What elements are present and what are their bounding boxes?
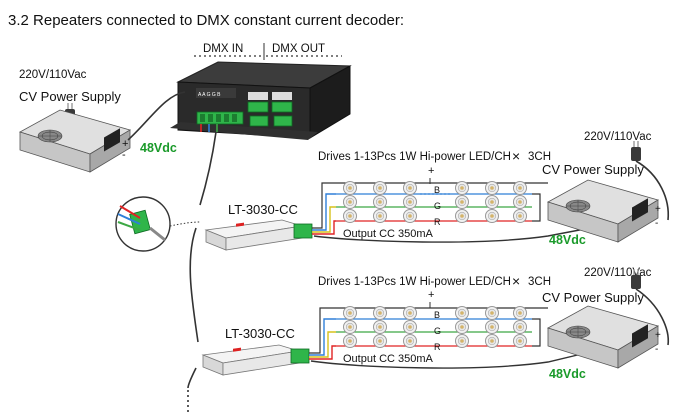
- channels-label-1: 3CH: [528, 151, 551, 163]
- psu-minus-2: -: [655, 218, 658, 229]
- psu-voltage-label: 220V/110Vac: [19, 69, 87, 81]
- dmx-cable-2: [189, 227, 199, 343]
- decoder-model-1: LT-3030-CC: [228, 202, 298, 217]
- psu-plus: +: [122, 138, 128, 150]
- dmx-in-label: DMX IN: [203, 43, 243, 55]
- channel-letter-r-1: R: [434, 217, 441, 227]
- svg-text:A A G G B: A A G G B: [198, 92, 221, 98]
- strip-plus-2: +: [428, 289, 434, 301]
- drives-label-1: Drives 1-13Pcs 1W Hi-power LED/CH: [318, 151, 511, 163]
- channel-letter-b-1: B: [434, 185, 440, 195]
- psu-name-label-2: CV Power Supply: [542, 162, 644, 177]
- output-label-1: Output CC 350mA: [343, 228, 434, 240]
- psu-output-label: 48Vdc: [140, 141, 177, 155]
- decoder-model-2: LT-3030-CC: [225, 326, 295, 341]
- psu-voltage-label-2: 220V/110Vac: [584, 131, 652, 143]
- psu-plus-2: +: [655, 204, 661, 215]
- psu-minus-3: -: [655, 344, 658, 355]
- times-symbol-1: ×: [512, 148, 520, 164]
- channel-letter-g-2: G: [434, 326, 441, 336]
- psu-name-label-3: CV Power Supply: [542, 290, 644, 305]
- decoder-group-1: LT-3030-CC Drives 1-13Pcs 1W Hi-power LE…: [205, 131, 670, 251]
- psu-output-label-3: 48Vdc: [549, 367, 586, 381]
- dmx-decoder-box: A A G G B: [170, 61, 352, 140]
- cv-power-supply-icon: [19, 109, 131, 173]
- output-label-2: Output CC 350mA: [343, 353, 434, 365]
- psu-voltage-label-3: 220V/110Vac: [584, 267, 652, 279]
- channel-letter-g-1: G: [434, 201, 441, 211]
- dmx-out-label: DMX OUT: [272, 43, 325, 55]
- decoder-icon: [202, 344, 300, 376]
- psu-name-label: CV Power Supply: [19, 89, 121, 104]
- drives-label-2: Drives 1-13Pcs 1W Hi-power LED/CH: [318, 276, 511, 288]
- dmx-cable-1: [199, 131, 217, 206]
- channels-label-2: 3CH: [528, 276, 551, 288]
- dmx-cable-3: [187, 367, 197, 389]
- psu-plus-3: +: [655, 330, 661, 341]
- psu-output-label-2: 48Vdc: [549, 233, 586, 247]
- decoder-group-2: LT-3030-CC Drives 1-13Pcs 1W Hi-power LE…: [202, 267, 670, 381]
- plug-icon: [630, 140, 642, 162]
- page-title: 3.2 Repeaters connected to DMX constant …: [8, 12, 404, 29]
- psu-to-decoder-cable: [127, 91, 186, 141]
- psu-minus: -: [122, 149, 126, 161]
- times-symbol-2: ×: [512, 273, 520, 289]
- channel-letter-b-2: B: [434, 310, 440, 320]
- decoder-icon: [205, 219, 303, 251]
- channel-letter-r-2: R: [434, 342, 441, 352]
- strip-plus-1: +: [428, 165, 434, 177]
- connector-zoom: [115, 196, 201, 252]
